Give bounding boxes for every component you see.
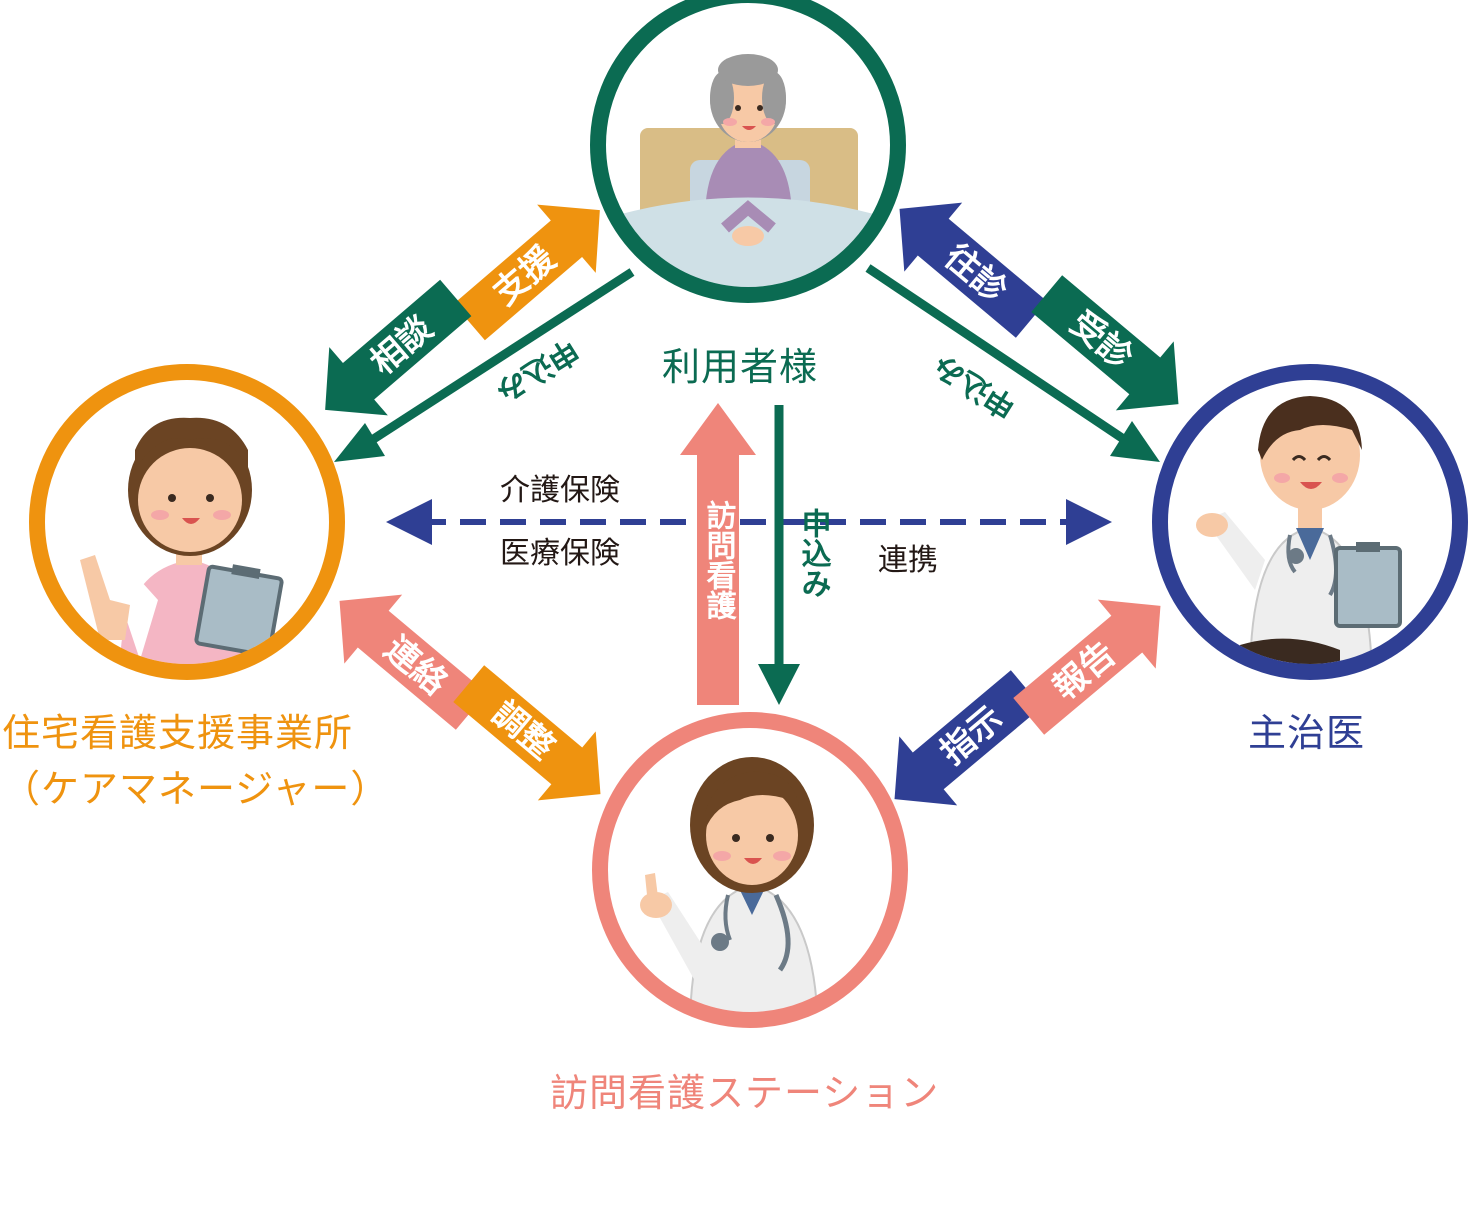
label-user: 利用者様 xyxy=(662,345,819,389)
arrow-label-apply-left: 申込み xyxy=(490,331,585,408)
label-caremanager-line1: 住宅看護支援事業所 xyxy=(2,711,354,755)
arrow-visit-medical: 往診 xyxy=(899,202,1047,338)
arrow-label-home-nursing: 訪問看護 xyxy=(701,499,737,620)
care-manager-woman-with-clipboard-icon xyxy=(80,417,284,664)
node-caremanager xyxy=(29,364,345,680)
female-nurse-with-stethoscope-icon xyxy=(640,757,820,1012)
label-doctor: 主治医 xyxy=(1248,711,1366,755)
label-caremanager-line2: （ケアマネージャー） xyxy=(2,767,390,811)
arrow-report: 報告 xyxy=(1013,599,1161,735)
label-cooperation: 連携 xyxy=(878,543,938,578)
arrow-apply-center: 申込み xyxy=(758,405,832,705)
arrow-consult: 相談 xyxy=(325,279,472,416)
arrow-support: 支援 xyxy=(453,204,600,341)
label-insurance-care: 介護保険 xyxy=(500,473,620,508)
arrow-cooperation xyxy=(386,499,1112,545)
arrow-consult-medical: 受診 xyxy=(1031,275,1179,411)
label-nursing: 訪問看護ステーション xyxy=(550,1071,940,1115)
arrow-label-apply-center: 申込み xyxy=(796,508,832,598)
male-doctor-with-clipboard-icon xyxy=(1196,396,1402,664)
node-user xyxy=(590,0,906,303)
arrow-adjust: 調整 xyxy=(453,665,601,801)
arrow-home-nursing: 訪問看護 xyxy=(680,403,756,705)
label-insurance-medical: 医療保険 xyxy=(500,536,620,571)
node-doctor xyxy=(1152,364,1468,680)
node-nursing xyxy=(592,712,908,1028)
